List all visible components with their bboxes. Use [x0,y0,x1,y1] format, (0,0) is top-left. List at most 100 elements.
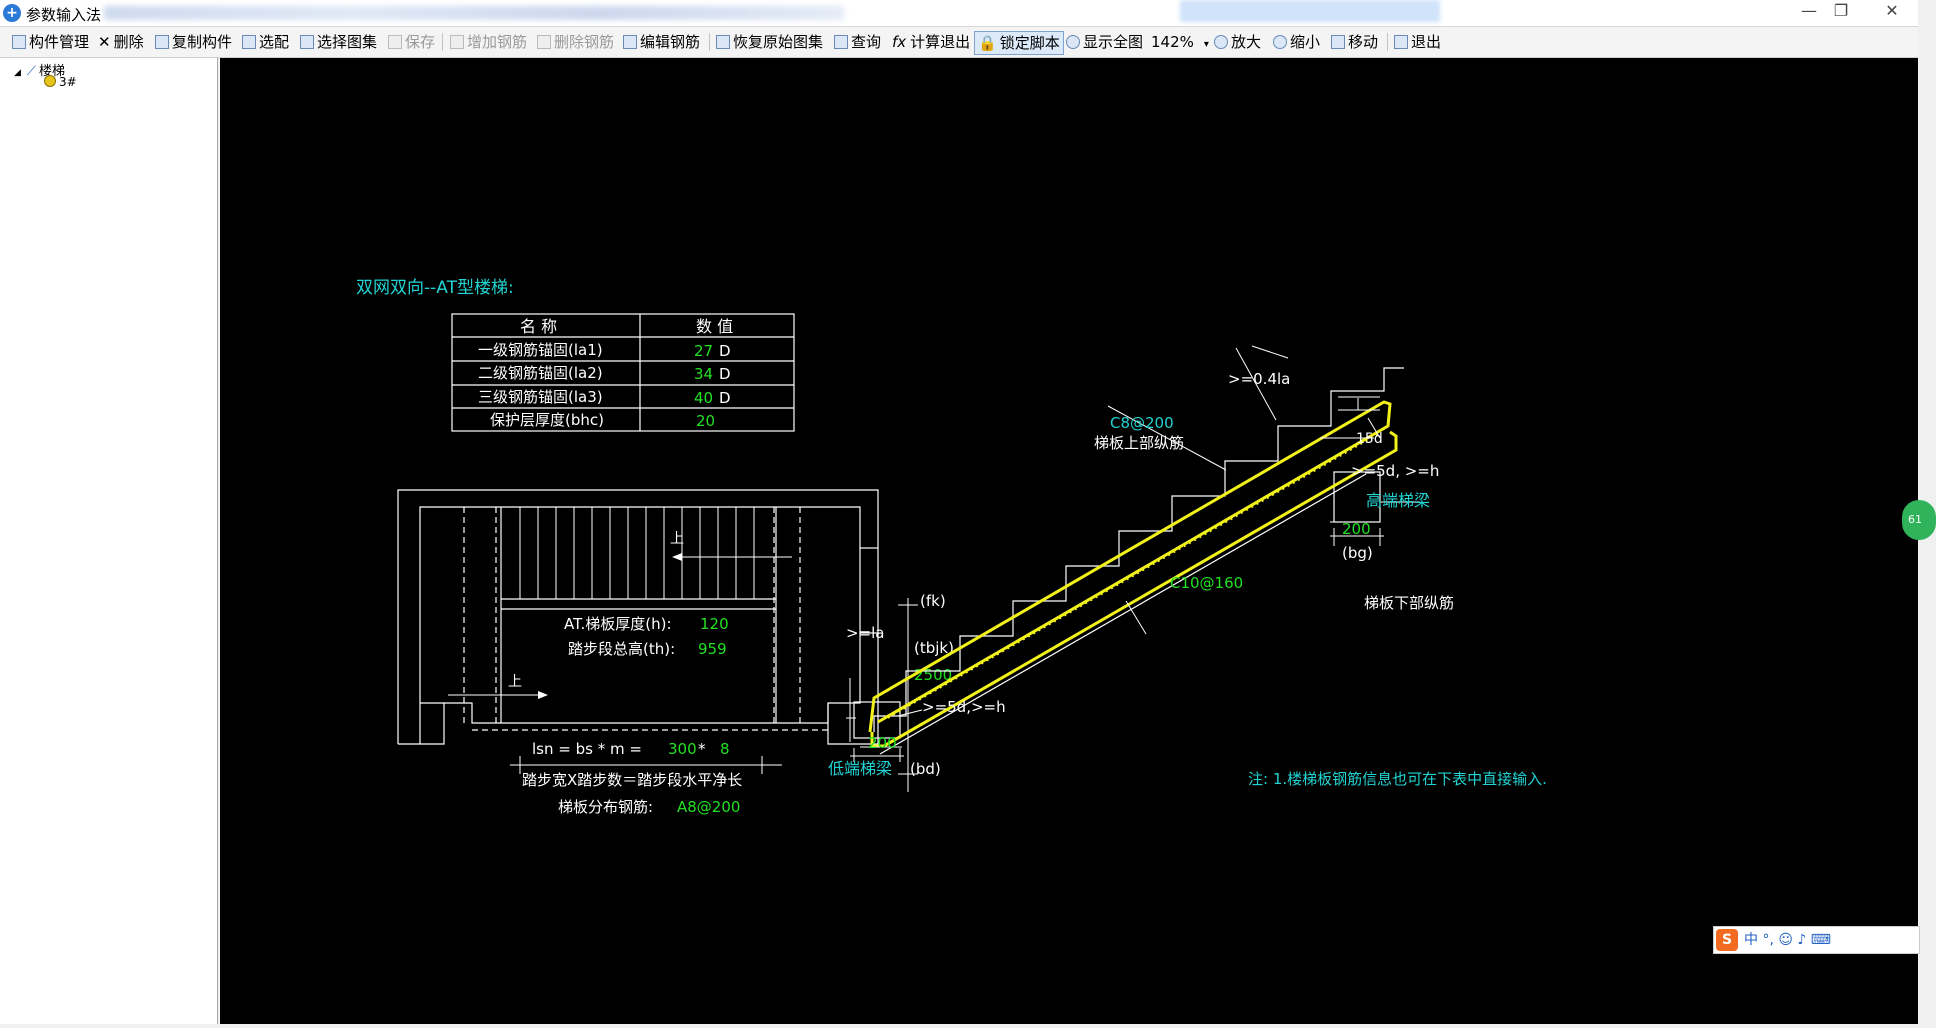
height-value[interactable]: 959 [698,640,727,658]
add-rebar-button[interactable]: 增加钢筋 [450,31,527,53]
table-row-name: 保护层厚度(bhc) [490,411,604,429]
high-anchor-label: >=5d, >=h [1351,462,1439,480]
move-label: 移动 [1348,33,1379,51]
copy-component-button[interactable]: 复制构件 [155,31,232,53]
ime-status: 中 °, ☺ ♪ ⌨ [1744,932,1831,948]
table-row-value[interactable]: 27 [694,342,713,360]
zoom-in-button[interactable]: 放大 [1214,31,1261,53]
bottom-rebar-label: 梯板下部纵筋 [1364,594,1454,612]
dist-rebar-label: 梯板分布钢筋: [558,798,653,816]
stair-steps-outline [873,367,1404,732]
expand-arrow-icon: ◢ [14,68,21,78]
table-row-unit: D [719,389,731,407]
bottom-rebar-spec[interactable]: C10@160 [1170,574,1243,592]
component-mgmt-button[interactable]: 构件管理 [12,31,89,53]
select-atlas-button[interactable]: 选择图集 [300,31,377,53]
add-rebar-label: 增加钢筋 [467,33,528,51]
times-sign: * [698,740,706,758]
zoom-in-icon [1214,35,1228,49]
lock-script-button[interactable]: 🔒锁定脚本 [974,31,1064,55]
close-button[interactable]: ✕ [1885,1,1899,20]
stair-drawing: 双网双向--AT型楼梯: 名 称 数 值 一级钢筋锚固(la1) 27 D 二级… [356,278,1547,816]
table-row-value[interactable]: 20 [696,412,715,430]
maximize-button[interactable]: ❐ [1833,1,1849,20]
exit-label: 退出 [1411,33,1442,51]
edit-rebar-label: 编辑钢筋 [640,33,701,51]
table-row-name: 二级钢筋锚固(la2) [478,364,603,382]
stair-slab-underside [879,473,1367,755]
show-all-button[interactable]: 显示全图 [1066,31,1143,53]
save-icon [388,35,402,49]
up-arrow-head-icon [672,553,682,561]
component-dot-icon [44,75,56,87]
table-row-name: 一级钢筋锚固(la1) [478,341,603,359]
distribution-rebar-ticks [887,432,1381,719]
dist-rebar-value[interactable]: A8@200 [677,798,740,816]
drawing-heading: 双网双向--AT型楼梯: [356,278,514,298]
table-row-value[interactable]: 34 [694,365,713,383]
ime-toolbar[interactable]: S 中 °, ☺ ♪ ⌨ [1713,926,1920,954]
delete-rebar-label: 删除钢筋 [554,33,615,51]
delete-rebar-button[interactable]: 删除钢筋 [537,31,614,53]
tree-node-3[interactable]: 3# [44,75,77,89]
select-match-button[interactable]: 选配 [242,31,289,53]
component-mgmt-label: 构件管理 [29,33,90,51]
drawing-canvas[interactable]: 双网双向--AT型楼梯: 名 称 数 值 一级钢筋锚固(la1) 27 D 二级… [220,58,1918,1024]
formula-caption: 踏步宽X踏步数＝踏步段水平净长 [522,771,742,789]
rebar-outline [868,400,1398,748]
restore-atlas-button[interactable]: 恢复原始图集 [716,31,823,53]
thickness-value[interactable]: 120 [700,615,729,633]
title-bar: + 参数输入法 — ❐ ✕ [0,0,1918,27]
zoom-out-button[interactable]: 缩小 [1273,31,1320,53]
move-button[interactable]: 移动 [1331,31,1378,53]
delete-icon: ✕ [98,33,111,51]
restore-icon [716,35,730,49]
low-anchor-label: >=5d,>=h [922,698,1006,716]
table-header-value: 数 值 [696,317,733,336]
minimize-button[interactable]: — [1801,1,1817,20]
table-row-value[interactable]: 40 [694,389,713,407]
edit-rebar-icon [623,35,637,49]
length-dimension-line [510,756,782,774]
param-table-grid [451,313,795,432]
stair-plan-outline [397,489,879,745]
title-highlight-blurred [1180,0,1440,22]
zoom-out-icon [1273,35,1287,49]
exit-button[interactable]: 退出 [1394,31,1441,53]
top-rebar-label: 梯板上部纵筋 [1094,434,1184,452]
bd-label: (bd) [910,760,941,778]
top-rebar-spec[interactable]: C8@200 [1110,414,1174,432]
delete-rebar-icon [537,35,551,49]
add-rebar-icon [450,35,464,49]
zoom-extents-icon [1066,35,1080,49]
show-all-label: 显示全图 [1083,33,1144,51]
query-button[interactable]: 查询 [834,31,881,53]
up-label-bottom: 上 [508,674,522,690]
bs-value[interactable]: 300 [668,740,697,758]
zoom-level-select[interactable]: 142%▾ [1151,31,1209,53]
hand-icon [1331,35,1345,49]
save-button[interactable]: 保存 [388,31,435,53]
stair-treads [519,507,755,599]
toolbar-separator [1387,33,1388,51]
edit-rebar-button[interactable]: 编辑钢筋 [623,31,700,53]
m-value[interactable]: 8 [720,740,730,758]
lock-script-label: 锁定脚本 [999,34,1060,52]
lock-icon: 🔒 [978,34,997,52]
bd-value[interactable]: 200 [868,734,897,752]
toolbar-separator [442,33,443,51]
floating-side-tab[interactable]: 61 [1902,500,1936,540]
toolbar: 构件管理 ✕删除 复制构件 选配 选择图集 保存 增加钢筋 删除钢筋 编辑钢筋 … [0,27,1918,58]
delete-button[interactable]: ✕删除 [98,31,144,53]
high-beam-label: 高端梯梁 [1366,491,1430,510]
bg-value[interactable]: 200 [1342,520,1371,538]
sogou-s-icon: S [1716,929,1738,951]
component-tree: ◢⟋楼梯 3# [0,58,218,1024]
chevron-down-icon: ▾ [1203,39,1209,50]
zoom-in-label: 放大 [1231,33,1262,51]
exit-icon [1394,35,1408,49]
up-arrow-head-icon [538,691,548,699]
table-row-unit: D [719,365,731,383]
table-row-unit: D [719,342,731,360]
